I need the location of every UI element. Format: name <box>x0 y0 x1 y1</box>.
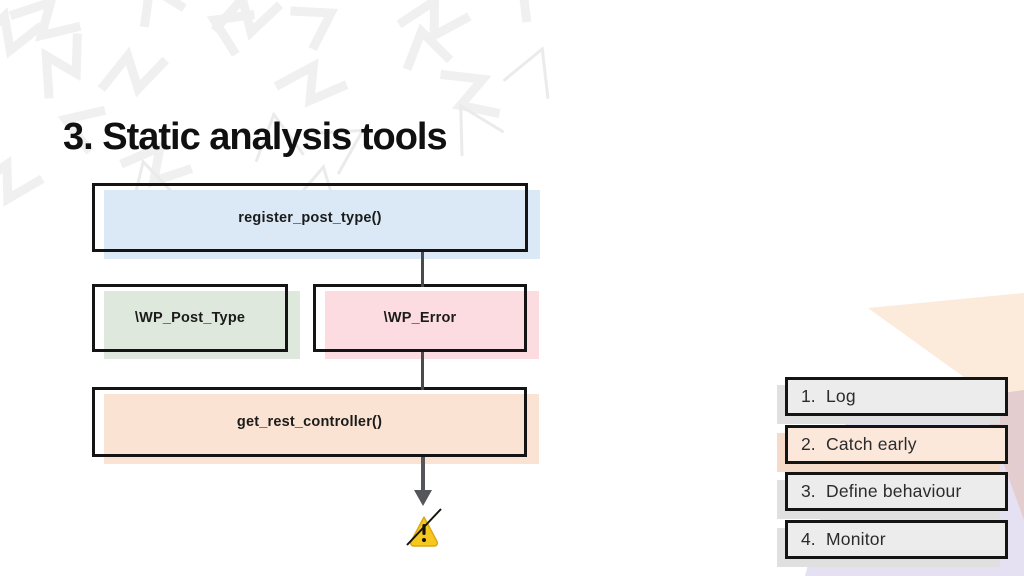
connector-line-1 <box>421 252 424 287</box>
node-label: \WP_Post_Type <box>134 310 246 326</box>
node-border: get_rest_controller() <box>92 387 527 457</box>
warning-icon <box>406 508 442 547</box>
node-shadow <box>104 190 540 259</box>
list-item-face: 4. Monitor <box>785 519 1008 559</box>
node-shadow <box>325 291 539 359</box>
list-item-face: 1. Log <box>785 377 1008 416</box>
node-register-post-type: register_post_type() <box>92 183 540 259</box>
node-label: \WP_Error <box>383 310 457 326</box>
list-item: 1. Log <box>777 377 1008 424</box>
list-item-number: 3. <box>801 481 816 501</box>
list-item-number: 1. <box>801 386 816 406</box>
node-label: get_rest_controller() <box>236 414 383 430</box>
list-item: 2. Catch early <box>777 424 1008 472</box>
node-shadow <box>104 291 300 359</box>
list-item-label: Monitor <box>826 528 886 549</box>
list-item: 4. Monitor <box>777 519 1008 567</box>
list-item-number: 2. <box>801 433 816 454</box>
node-border: register_post_type() <box>92 183 528 252</box>
connector-line-2 <box>421 352 424 390</box>
node-border: \WP_Post_Type <box>92 284 288 352</box>
arrow-down-shaft <box>421 457 425 491</box>
node-wp-error: \WP_Error <box>313 284 539 359</box>
node-shadow <box>104 394 539 464</box>
list-item: 3. Define behaviour <box>777 472 1008 519</box>
node-label: register_post_type() <box>238 209 382 226</box>
list-item-label: Log <box>826 386 856 406</box>
arrow-down-head <box>414 490 432 506</box>
list-item-number: 4. <box>801 528 816 549</box>
list-item-label: Catch early <box>826 433 917 454</box>
node-get-rest-controller: get_rest_controller() <box>92 387 539 464</box>
node-wp-post-type: \WP_Post_Type <box>92 284 300 359</box>
slide-title: 3. Static analysis tools <box>63 116 448 158</box>
list-item-face: 3. Define behaviour <box>785 472 1008 511</box>
node-border: \WP_Error <box>313 284 527 352</box>
list-item-face: 2. Catch early <box>785 424 1008 464</box>
list-item-label: Define behaviour <box>826 481 962 501</box>
